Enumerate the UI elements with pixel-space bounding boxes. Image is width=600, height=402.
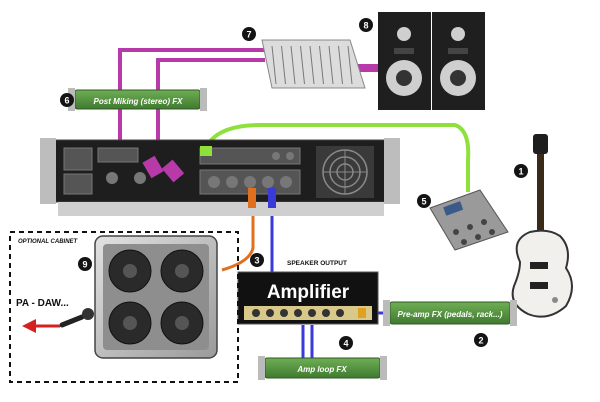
badge-6: 6 bbox=[60, 93, 74, 107]
fan-icon bbox=[316, 146, 374, 198]
mixer-icon bbox=[261, 39, 366, 89]
orange-cable bbox=[221, 196, 255, 272]
mixer-channel-strip bbox=[319, 45, 324, 85]
amplifier-unit bbox=[237, 271, 379, 325]
mixer-channel-strip bbox=[328, 45, 334, 85]
green-cable bbox=[203, 123, 471, 192]
mixer-channel-strip bbox=[309, 45, 315, 85]
pa-daw-label: PA - DAW... bbox=[16, 298, 69, 309]
cable-plugs bbox=[142, 146, 276, 208]
badge-5: 5 bbox=[417, 194, 431, 208]
badge-2: 2 bbox=[474, 333, 488, 347]
cabinet-icon bbox=[94, 235, 218, 359]
badge-9: 9 bbox=[78, 257, 92, 271]
mixer-channel-strip bbox=[338, 45, 343, 85]
preamp-fx-label: Pre-amp FX (pedals, rack...) bbox=[398, 310, 503, 319]
badge-4: 4 bbox=[339, 336, 353, 350]
amp-loop-label: Amp loop FX bbox=[296, 365, 347, 374]
speaker-pair-icon bbox=[378, 12, 485, 110]
svg-text:9: 9 bbox=[82, 260, 87, 270]
post-miking-label: Post Miking (stereo) FX bbox=[94, 97, 184, 106]
mixer-channel-strip bbox=[271, 45, 277, 85]
mixer-channel-strip bbox=[290, 45, 296, 85]
preamp-fx-rack bbox=[383, 300, 517, 326]
mixer-channel-strip bbox=[347, 45, 353, 85]
amp-loop-rack bbox=[258, 356, 387, 380]
svg-text:6: 6 bbox=[64, 96, 69, 106]
svg-text:4: 4 bbox=[343, 339, 348, 349]
mixer-channel-strip bbox=[300, 45, 305, 85]
badge-3: 3 bbox=[250, 253, 264, 267]
svg-text:2: 2 bbox=[478, 336, 483, 346]
speaker-output-label: SPEAKER OUTPUT bbox=[287, 260, 347, 267]
pedal-board-icon bbox=[429, 189, 509, 251]
svg-text:1: 1 bbox=[518, 167, 523, 177]
badge-8: 8 bbox=[359, 18, 373, 32]
svg-text:8: 8 bbox=[363, 21, 368, 31]
optional-cabinet-label: OPTIONAL CABINET bbox=[18, 239, 79, 245]
microphone-icon bbox=[59, 308, 94, 328]
blue-loop-cables bbox=[301, 325, 314, 358]
badge-1: 1 bbox=[514, 164, 528, 178]
post-miking-rack bbox=[68, 88, 207, 111]
svg-text:5: 5 bbox=[421, 197, 426, 207]
svg-text:3: 3 bbox=[254, 256, 259, 266]
main-unit-rear bbox=[40, 138, 400, 216]
amplifier-label: Amplifier bbox=[267, 282, 350, 303]
badge-7: 7 bbox=[242, 27, 256, 41]
pa-arrow-icon bbox=[22, 319, 60, 333]
mixer-channel-strip bbox=[281, 45, 286, 85]
svg-text:7: 7 bbox=[246, 30, 251, 40]
guitar-icon bbox=[511, 134, 573, 318]
